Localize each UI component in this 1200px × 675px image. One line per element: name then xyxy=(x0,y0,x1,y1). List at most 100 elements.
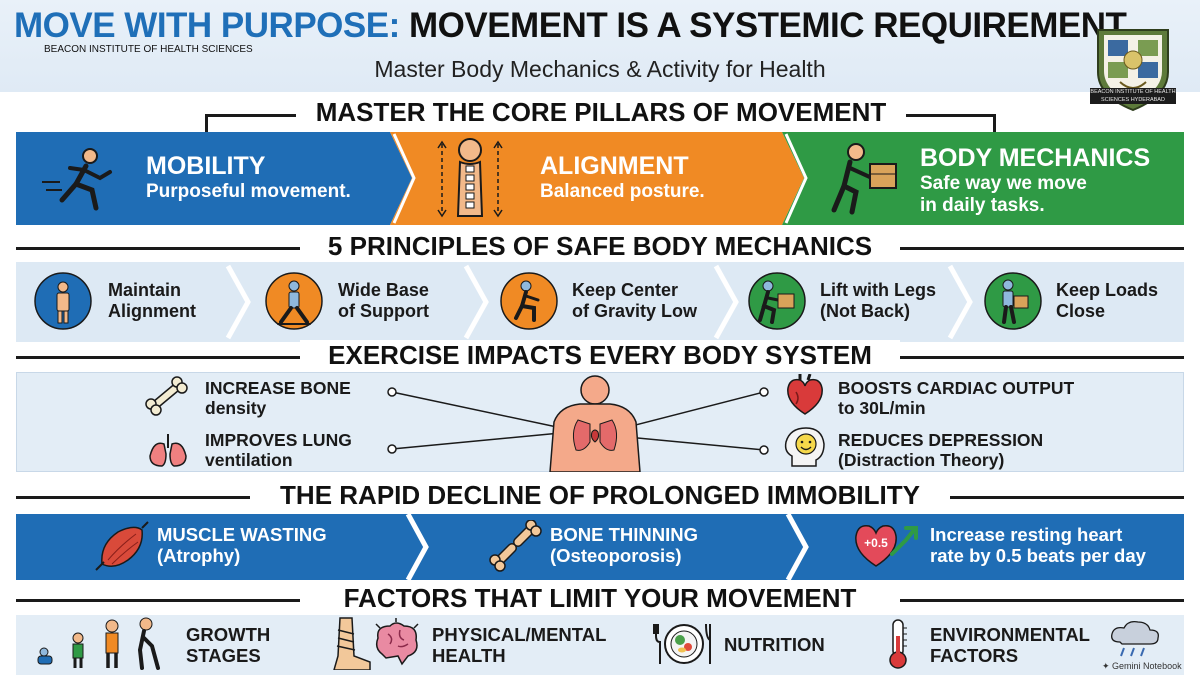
exercise-line2: density xyxy=(205,398,267,418)
exercise-depression: REDUCES DEPRESSION (Distraction Theory) xyxy=(838,430,1043,470)
spine-icon xyxy=(437,138,503,218)
principle-line2: Close xyxy=(1056,301,1106,321)
torso-organs-icon xyxy=(549,375,641,472)
pillar-desc-line1: Safe way we move xyxy=(920,173,1087,194)
principle-line2: of Gravity Low xyxy=(572,301,698,321)
principle-line2: of Support xyxy=(338,301,429,321)
decline-heart: Increase resting heart rate by 0.5 beats… xyxy=(930,524,1180,566)
principle-line1: Lift with Legs xyxy=(820,280,936,300)
title-accent: MOVE WITH PURPOSE: xyxy=(14,6,400,45)
brain-icon xyxy=(375,618,419,666)
lifting-box-icon xyxy=(831,143,897,215)
factor-line1: ENVIRONMENTAL xyxy=(930,624,1090,645)
carry-box-icon xyxy=(984,272,1042,330)
plate-icon xyxy=(653,623,711,664)
factors-band xyxy=(16,615,1184,675)
principle-5: Keep Loads Close xyxy=(1056,280,1176,322)
decline-arrow-band xyxy=(16,514,1184,580)
pillar-desc-line2: in daily tasks. xyxy=(920,195,1045,216)
decline-line2: (Osteoporosis) xyxy=(550,545,682,566)
principle-1: Maintain Alignment xyxy=(108,280,228,322)
pillar-title: BODY MECHANICS xyxy=(920,144,1151,172)
principle-line1: Maintain xyxy=(108,280,182,300)
decline-line1: MUSCLE WASTING xyxy=(157,524,327,545)
exercise-line1: IMPROVES LUNG xyxy=(205,430,352,450)
factor-line2: STAGES xyxy=(186,645,261,666)
thermometer-icon xyxy=(889,619,907,669)
decline-line2: (Atrophy) xyxy=(157,545,241,566)
pillars-arrow-band xyxy=(16,132,1184,225)
pillar-desc: Purposeful movement. xyxy=(146,181,351,202)
factor-line1: NUTRITION xyxy=(724,634,825,655)
principle-3: Keep Center of Gravity Low xyxy=(572,280,712,322)
watermark: ✦ Gemini Notebook xyxy=(1102,661,1182,672)
bracket-right xyxy=(993,114,996,132)
growth-stages-icon xyxy=(37,617,160,670)
factor-line1: GROWTH xyxy=(186,624,271,645)
squatting-person-icon xyxy=(500,272,558,330)
principle-line2: (Not Back) xyxy=(820,301,911,321)
decline-line1: BONE THINNING xyxy=(550,524,698,545)
pillar-body-mechanics: BODY MECHANICS Safe way we move in daily… xyxy=(920,144,1180,217)
pillar-title: ALIGNMENT xyxy=(540,152,689,180)
bandaged-leg-icon xyxy=(333,617,371,670)
exercise-line1: BOOSTS CARDIAC OUTPUT xyxy=(838,378,1075,398)
exercise-lung: IMPROVES LUNG ventilation xyxy=(205,430,352,470)
exercise-line1: REDUCES DEPRESSION xyxy=(838,430,1044,450)
heart-rate-badge: +0.5 xyxy=(864,536,888,550)
principles-heading: 5 PRINCIPLES OF SAFE BODY MECHANICS xyxy=(300,231,900,262)
muscle-icon xyxy=(95,521,149,571)
exercise-connectors xyxy=(387,387,769,455)
factor-nutrition: NUTRITION xyxy=(724,634,864,655)
heart-rate-icon xyxy=(855,524,918,567)
decline-line2: rate by 0.5 beats per day xyxy=(930,545,1146,566)
running-person-icon xyxy=(42,148,112,211)
factor-environment: ENVIRONMENTAL FACTORS xyxy=(930,624,1100,666)
rain-cloud-icon xyxy=(1111,620,1159,657)
factor-line2: FACTORS xyxy=(930,645,1019,666)
principle-line1: Keep Center xyxy=(572,280,679,300)
factor-health: PHYSICAL/MENTAL HEALTH xyxy=(432,624,632,666)
lungs-icon xyxy=(149,434,187,467)
factor-growth: GROWTH STAGES xyxy=(186,624,306,666)
factors-heading: FACTORS THAT LIMIT YOUR MOVEMENT xyxy=(300,583,900,614)
exercise-bone: INCREASE BONE density xyxy=(205,378,351,418)
lift-box-icon xyxy=(748,272,806,330)
exercise-line2: ventilation xyxy=(205,450,293,470)
pillar-desc: Safe way we move in daily tasks. xyxy=(920,173,1180,217)
principles-chevrons xyxy=(225,264,973,340)
exercise-line1: INCREASE BONE xyxy=(205,378,351,398)
exercise-line2: (Distraction Theory) xyxy=(838,450,1005,470)
principle-4: Lift with Legs (Not Back) xyxy=(820,280,960,322)
principle-2: Wide Base of Support xyxy=(338,280,458,322)
logo-ribbon: BEACON INSTITUTE OF HEALTH SCIENCES HYDE… xyxy=(1090,88,1176,104)
decline-line1: Increase resting heart xyxy=(930,524,1123,545)
decline-bone: BONE THINNING (Osteoporosis) xyxy=(550,524,770,566)
broken-bone-icon xyxy=(489,520,542,572)
institution-name: BEACON INSTITUTE OF HEALTH SCIENCES xyxy=(44,44,253,55)
principle-line2: Alignment xyxy=(108,301,196,321)
page-subtitle: Master Body Mechanics & Activity for Hea… xyxy=(374,56,826,82)
sparkle-icon: ✦ xyxy=(1102,661,1113,671)
pillar-mobility: MOBILITY Purposeful movement. xyxy=(146,152,386,203)
pillar-title: MOBILITY xyxy=(146,152,266,180)
bracket-left xyxy=(205,114,208,132)
decline-muscle: MUSCLE WASTING (Atrophy) xyxy=(157,524,387,566)
bone-icon xyxy=(145,376,188,416)
pillar-desc: Balanced posture. xyxy=(540,181,705,202)
factor-line1: PHYSICAL/MENTAL xyxy=(432,624,607,645)
header-band xyxy=(0,0,1200,92)
exercise-line2: to 30L/min xyxy=(838,398,926,418)
factor-line2: HEALTH xyxy=(432,645,506,666)
exercise-cardiac: BOOSTS CARDIAC OUTPUT to 30L/min xyxy=(838,378,1074,418)
decline-heading: THE RAPID DECLINE OF PROLONGED IMMOBILIT… xyxy=(250,480,950,511)
principle-line1: Keep Loads xyxy=(1056,280,1159,300)
watermark-text: Gemini Notebook xyxy=(1112,661,1182,671)
wide-stance-icon xyxy=(265,272,323,330)
title-rest: MOVEMENT IS A SYSTEMIC REQUIREMENT xyxy=(408,6,1127,45)
exercise-heading: EXERCISE IMPACTS EVERY BODY SYSTEM xyxy=(300,340,900,371)
principle-line1: Wide Base xyxy=(338,280,429,300)
smiling-head-icon xyxy=(784,427,825,467)
pillars-heading: MASTER THE CORE PILLARS OF MOVEMENT xyxy=(296,97,906,128)
heart-icon xyxy=(787,374,823,415)
